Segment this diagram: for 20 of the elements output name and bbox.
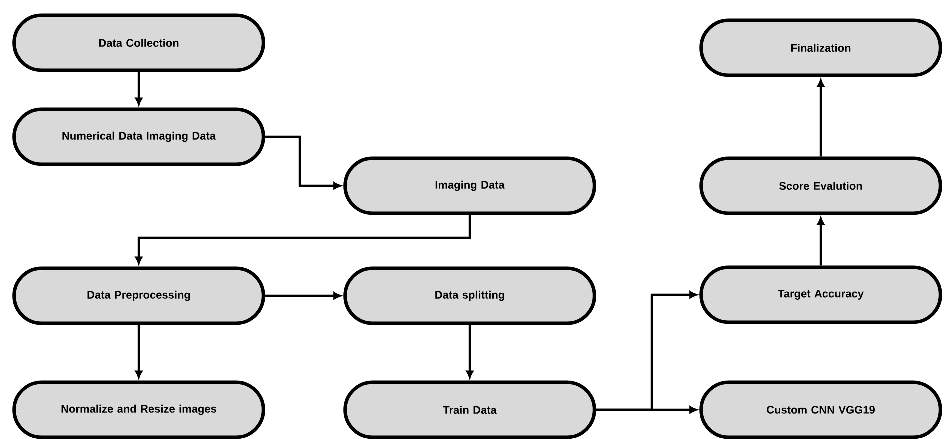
arrow	[135, 72, 143, 106]
arrow	[466, 325, 474, 378]
process-box: Data Preprocessing	[12, 266, 266, 326]
process-box: Data splitting	[344, 266, 596, 326]
process-box: Target Accuracy	[700, 266, 942, 324]
arrow	[265, 136, 342, 190]
arrow	[265, 292, 342, 300]
process-box: Imaging Data	[344, 156, 596, 216]
process-box: Finalization	[700, 18, 942, 78]
process-box: Numerical Data Imaging Data	[12, 108, 266, 166]
arrow	[817, 218, 825, 266]
arrow	[135, 325, 143, 378]
process-box: Train Data	[344, 380, 596, 439]
process-box: Custom CNN VGG19	[700, 380, 942, 439]
process-box: Score Evalution	[700, 156, 942, 216]
arrow	[817, 80, 825, 157]
process-box: Data Collection	[12, 14, 266, 72]
arrow	[135, 215, 472, 264]
arrow	[596, 406, 698, 414]
process-box: Normalize and Resize images	[12, 380, 266, 439]
